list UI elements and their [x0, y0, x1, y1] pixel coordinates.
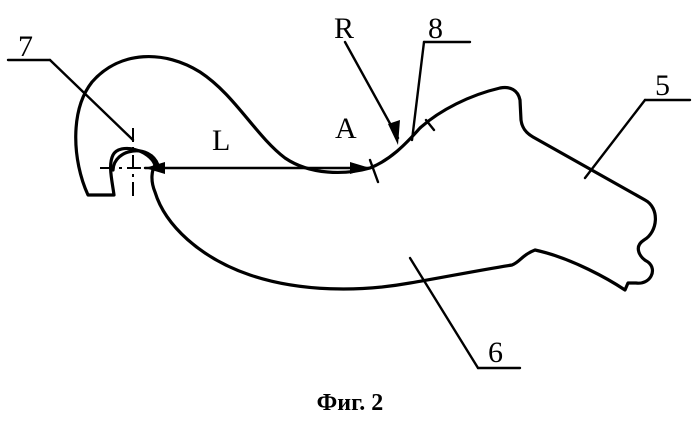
label-l: L — [212, 124, 230, 157]
arrow-right-icon — [350, 162, 370, 174]
label-5: 5 — [655, 69, 670, 102]
label-r: R — [334, 12, 354, 45]
leader-6 — [410, 258, 478, 368]
label-7: 7 — [18, 30, 33, 63]
label-6: 6 — [488, 336, 503, 369]
leader-5 — [585, 100, 645, 178]
figure-caption: Фиг. 2 — [317, 390, 384, 416]
leader-7 — [50, 60, 133, 140]
label-a: A — [335, 112, 357, 145]
radius-arrow-icon — [388, 120, 400, 145]
label-8: 8 — [428, 12, 443, 45]
